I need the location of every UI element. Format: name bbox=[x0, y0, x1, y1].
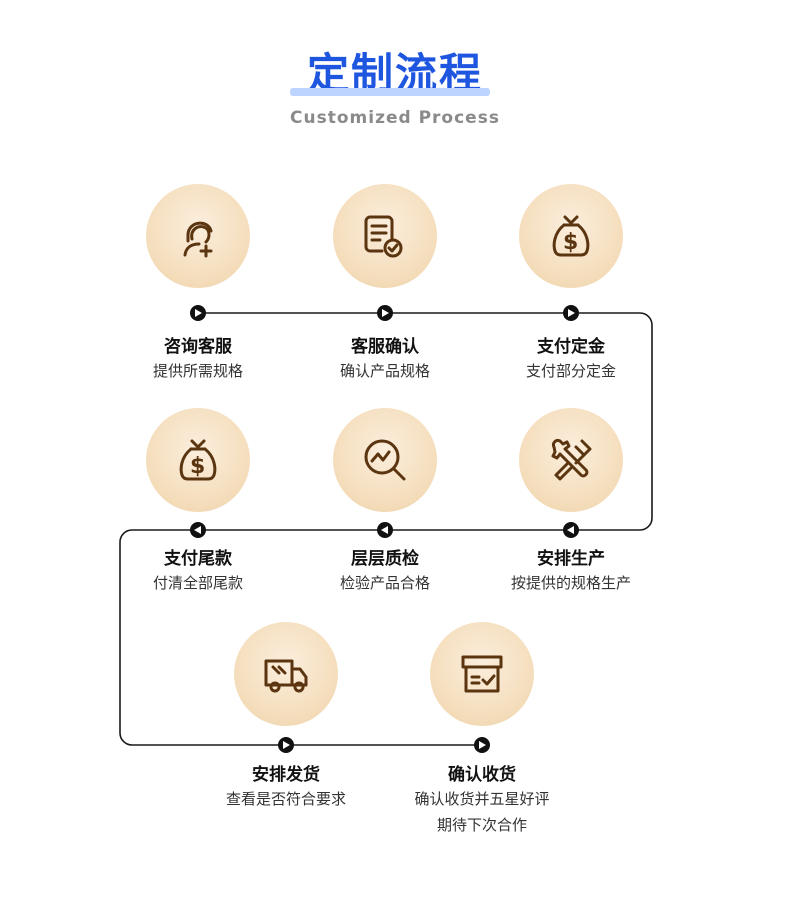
step-desc-line2: 期待下次合作 bbox=[436, 816, 527, 834]
step-icon-circle bbox=[333, 184, 437, 288]
step-icon-circle bbox=[234, 622, 338, 726]
step-title: 客服确认 bbox=[351, 337, 419, 357]
step-title: 确认收货 bbox=[448, 765, 516, 785]
step-icon-circle bbox=[333, 408, 437, 512]
step-desc: 按提供的规格生产 bbox=[510, 574, 631, 592]
arrow-node-6 bbox=[190, 522, 206, 538]
step-title: 支付定金 bbox=[537, 337, 605, 357]
step-icon-circle: $ bbox=[146, 408, 250, 512]
money-bag-icon: $ bbox=[552, 215, 590, 257]
arrow-node-7 bbox=[278, 737, 294, 753]
step-desc: 检验产品合格 bbox=[339, 574, 430, 592]
step-title: 安排发货 bbox=[252, 765, 320, 785]
arrow-node-1 bbox=[190, 305, 206, 321]
svg-text:$: $ bbox=[563, 230, 578, 255]
step-icon-circle bbox=[519, 408, 623, 512]
step-desc: 付清全部尾款 bbox=[152, 574, 243, 592]
title-underline bbox=[290, 88, 490, 96]
arrow-node-2 bbox=[377, 305, 393, 321]
arrow-node-8 bbox=[474, 737, 490, 753]
arrow-node-4 bbox=[563, 522, 579, 538]
tools-icon bbox=[551, 439, 592, 481]
step-icon-circle: $ bbox=[519, 184, 623, 288]
step-title: 安排生产 bbox=[537, 549, 605, 569]
step-title: 层层质检 bbox=[351, 549, 419, 569]
arrow-node-5 bbox=[377, 522, 393, 538]
step-icon-circle bbox=[146, 184, 250, 288]
quality-inspection-icon bbox=[364, 439, 406, 481]
svg-text:$: $ bbox=[190, 454, 205, 479]
money-bag-icon: $ bbox=[179, 439, 217, 481]
delivery-truck-icon bbox=[264, 659, 308, 693]
step-icon-circle bbox=[430, 622, 534, 726]
step-desc: 支付部分定金 bbox=[525, 362, 616, 380]
step-desc: 确认收货并五星好评 bbox=[414, 790, 550, 808]
step-desc: 提供所需规格 bbox=[152, 362, 243, 380]
arrow-node-3 bbox=[563, 305, 579, 321]
page-subtitle: Customized Process bbox=[290, 108, 500, 128]
step-title: 咨询客服 bbox=[164, 337, 232, 357]
step-desc: 确认产品规格 bbox=[339, 362, 430, 380]
step-title: 支付尾款 bbox=[164, 549, 232, 569]
step-desc: 查看是否符合要求 bbox=[225, 790, 346, 808]
package-box-icon bbox=[461, 655, 503, 693]
document-check-icon bbox=[364, 215, 403, 258]
customer-service-icon bbox=[183, 221, 213, 258]
